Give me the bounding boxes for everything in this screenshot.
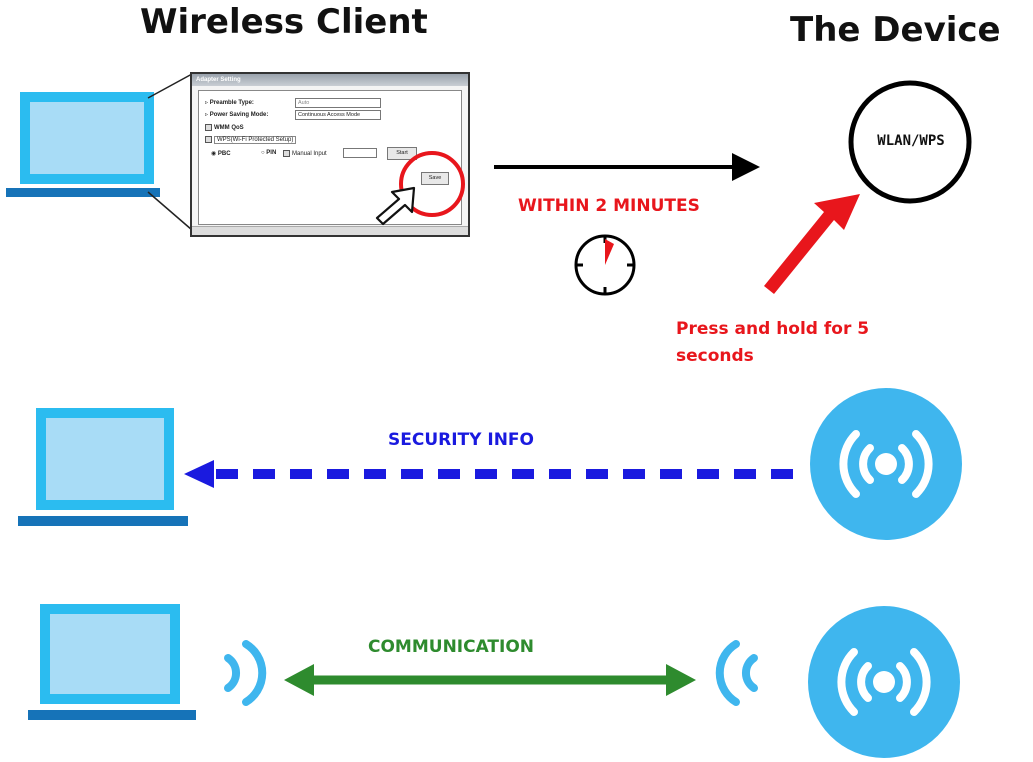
mouse-pointer-icon [375, 186, 416, 226]
wps-checkbox[interactable] [205, 136, 212, 143]
wlan-wps-button[interactable]: WLAN/WPS [877, 133, 945, 149]
pin-input[interactable] [343, 148, 377, 158]
laptop-icon [18, 408, 188, 526]
pin-label: PIN [266, 150, 277, 156]
press-hold-line1: Press and hold for 5 [676, 319, 870, 339]
wireless-client-title: Wireless Client [140, 2, 428, 42]
dialog-footer [192, 226, 468, 235]
security-info-arrow [184, 460, 804, 488]
adapter-setting-dialog: Adapter Setting ▹ Preamble Type: Auto ▹ … [190, 72, 470, 237]
dialog-body: ▹ Preamble Type: Auto ▹ Power Saving Mod… [198, 90, 462, 225]
power-saving-select[interactable]: Continuous Access Mode [295, 110, 381, 120]
dialog-title: Adapter Setting [192, 74, 468, 86]
power-saving-label: Power Saving Mode: [209, 112, 269, 118]
red-press-arrow [764, 194, 860, 294]
wmm-label: WMM QoS [214, 125, 244, 132]
communication-label: COMMUNICATION [368, 637, 535, 657]
the-device-title: The Device [790, 10, 1001, 50]
wireless-router-icon [808, 606, 960, 758]
save-button[interactable]: Save [421, 172, 449, 185]
security-info-label: SECURITY INFO [388, 430, 534, 450]
wifi-signal-icon [224, 640, 267, 706]
press-hold-line2: seconds [676, 346, 754, 366]
zoom-lines [147, 73, 193, 231]
wlan-wps-button-circle [848, 80, 972, 204]
laptop-icon [28, 604, 196, 720]
press-hold-text: Press and hold for 5 seconds [676, 316, 869, 370]
save-highlight [399, 151, 465, 217]
laptop-icon [6, 92, 160, 197]
wifi-signal-icon [715, 640, 758, 706]
start-button[interactable]: Start [387, 147, 417, 160]
wireless-router-icon [810, 388, 962, 540]
pbc-label: PBC [217, 151, 231, 157]
black-arrow [494, 153, 760, 181]
within-2-minutes-label: WITHIN 2 MINUTES [518, 196, 700, 216]
preamble-select[interactable]: Auto [295, 98, 381, 108]
manual-input-label: Manual Input [292, 151, 327, 158]
wps-label: WPS(Wi-Fi Protected Setup) [214, 136, 297, 145]
communication-arrow [284, 664, 696, 696]
stopwatch-icon [574, 234, 636, 296]
wmm-checkbox[interactable] [205, 124, 212, 131]
manual-input-checkbox[interactable] [283, 150, 290, 157]
preamble-label: Preamble Type: [209, 100, 254, 106]
